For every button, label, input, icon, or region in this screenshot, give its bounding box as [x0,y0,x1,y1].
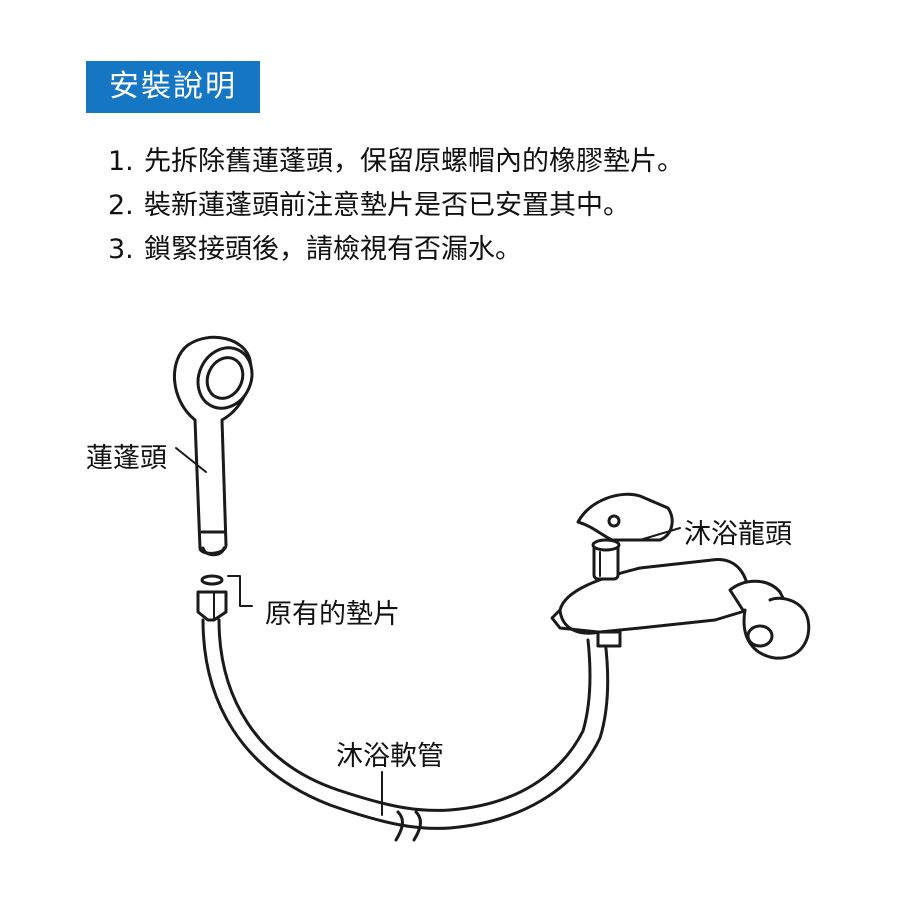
step-number: 1. [108,146,134,177]
instruction-steps: 1. 先拆除舊蓮蓬頭，保留原螺帽內的橡膠墊片。 2. 裝新蓮蓬頭前注意墊片是否已安置… [108,140,684,272]
faucet-label: 沐浴龍頭 [684,519,792,550]
shower-head-label: 蓮蓬頭 [86,443,167,474]
instructions-title: 安裝說明 [86,61,260,113]
washer-label: 原有的墊片 [265,599,400,630]
step-item: 3. 鎖緊接頭後，請檢視有否漏水。 [108,228,684,272]
washer-illustration [200,574,224,586]
shower-head-illustration [173,335,254,557]
step-item: 1. 先拆除舊蓮蓬頭，保留原螺帽內的橡膠墊片。 [108,140,684,184]
hose-nut-illustration [196,590,228,622]
hose-break-left [394,810,404,842]
step-text: 鎖緊接頭後，請檢視有否漏水。 [144,234,522,265]
faucet-illustration [550,492,811,660]
step-text: 先拆除舊蓮蓬頭，保留原螺帽內的橡膠墊片。 [144,146,684,177]
step-number: 3. [108,234,134,265]
step-text: 裝新蓮蓬頭前注意墊片是否已安置其中。 [144,190,630,221]
step-item: 2. 裝新蓮蓬頭前注意墊片是否已安置其中。 [108,184,684,228]
faucet-leader [639,527,681,541]
hose-label: 沐浴軟管 [336,741,444,772]
washer-leader [227,575,253,607]
step-number: 2. [108,190,134,221]
hose-break-right [412,810,422,842]
hose-outer [201,618,610,830]
hose-inner [217,618,592,812]
shower-head-leader [175,447,207,473]
